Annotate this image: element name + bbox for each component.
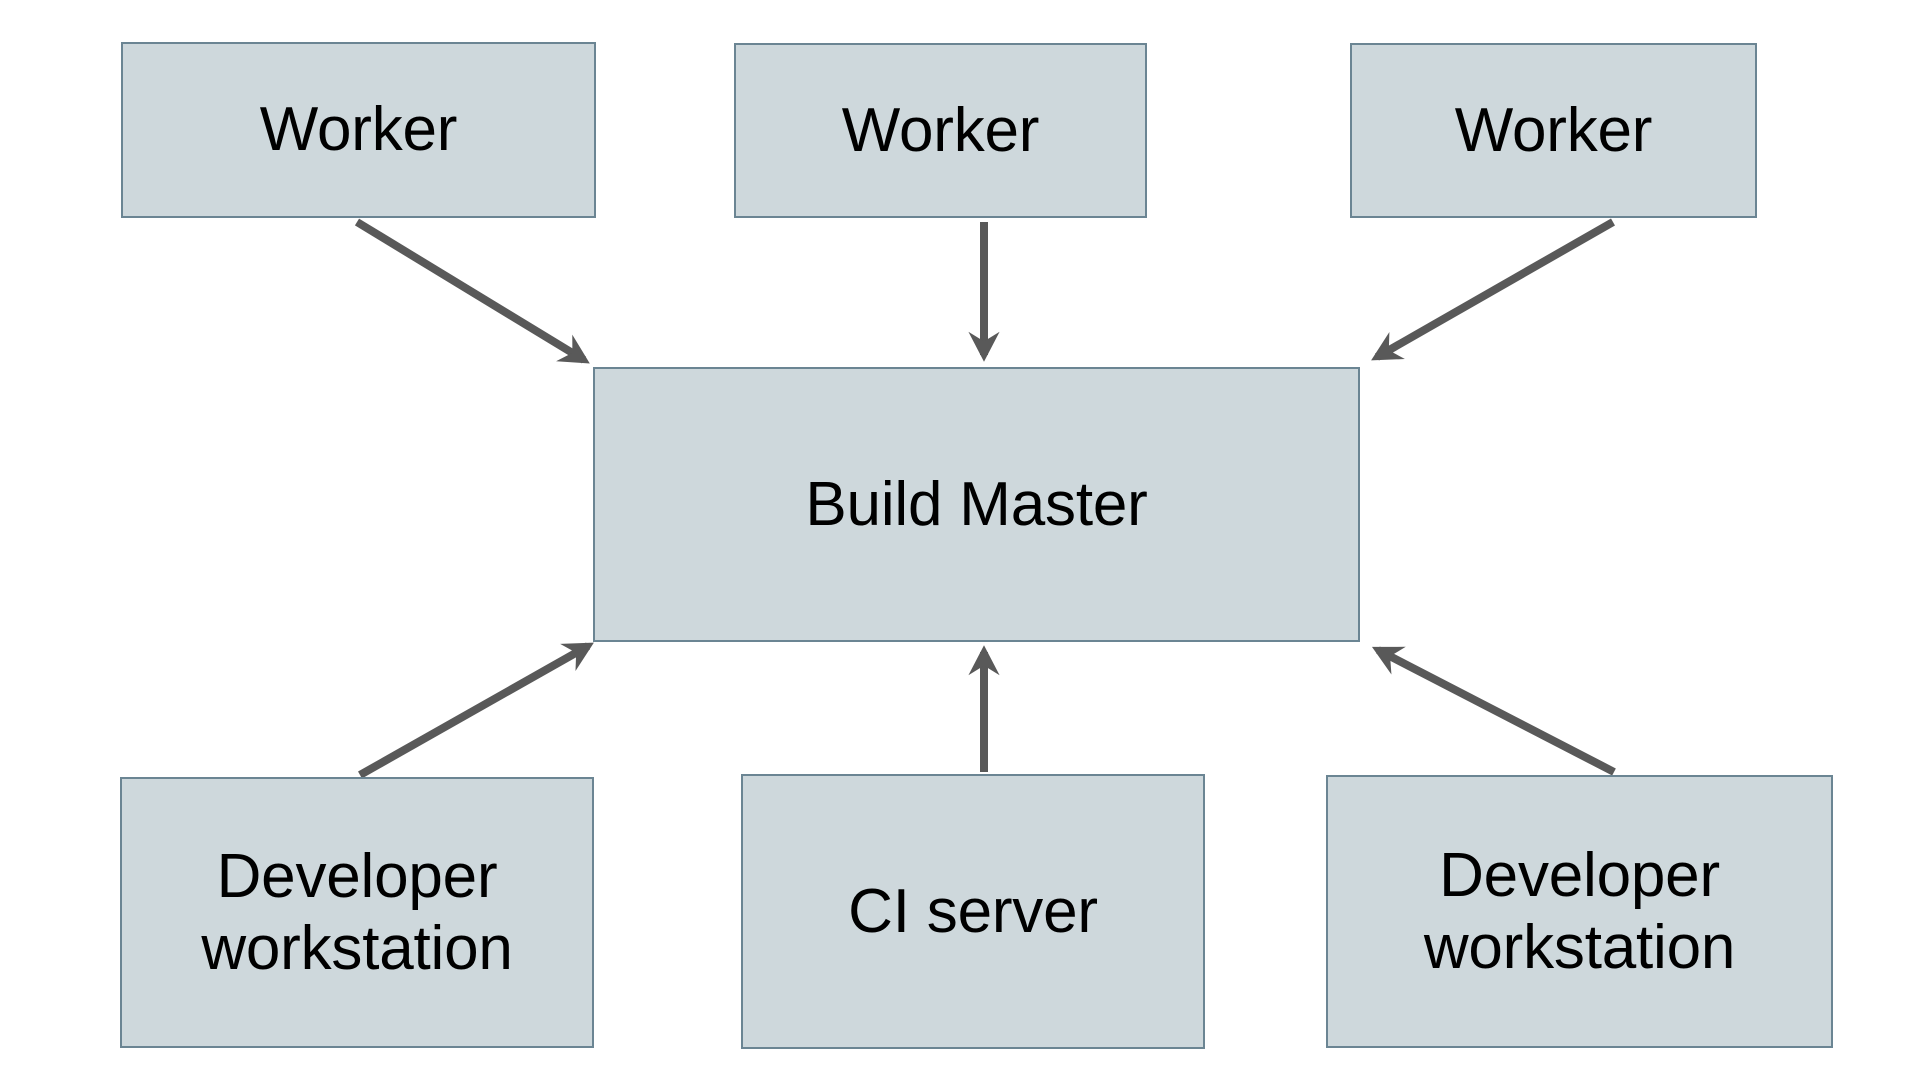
node-developer-workstation-right[interactable]: Developer workstation xyxy=(1326,775,1833,1048)
edge-worker-3-to-build-master xyxy=(1371,218,1615,361)
node-build-master-label: Build Master xyxy=(805,469,1148,539)
edge-dev-left-to-build-master xyxy=(358,642,594,779)
edge-dev-right-to-build-master xyxy=(1371,646,1616,776)
node-developer-workstation-right-label: Developer workstation xyxy=(1423,840,1736,982)
node-worker-1-label: Worker xyxy=(259,95,458,165)
node-worker-3[interactable]: Worker xyxy=(1350,43,1757,218)
edge-worker-1-to-build-master xyxy=(354,218,590,364)
node-worker-2[interactable]: Worker xyxy=(734,43,1147,218)
node-ci-server[interactable]: CI server xyxy=(741,774,1205,1049)
node-ci-server-label: CI server xyxy=(848,876,1098,946)
node-developer-workstation-left-label: Developer workstation xyxy=(201,841,513,983)
node-worker-2-label: Worker xyxy=(841,95,1040,165)
node-developer-workstation-left[interactable]: Developer workstation xyxy=(120,777,594,1048)
node-worker-1[interactable]: Worker xyxy=(121,42,596,218)
node-worker-3-label: Worker xyxy=(1454,95,1653,165)
node-build-master[interactable]: Build Master xyxy=(593,367,1360,642)
